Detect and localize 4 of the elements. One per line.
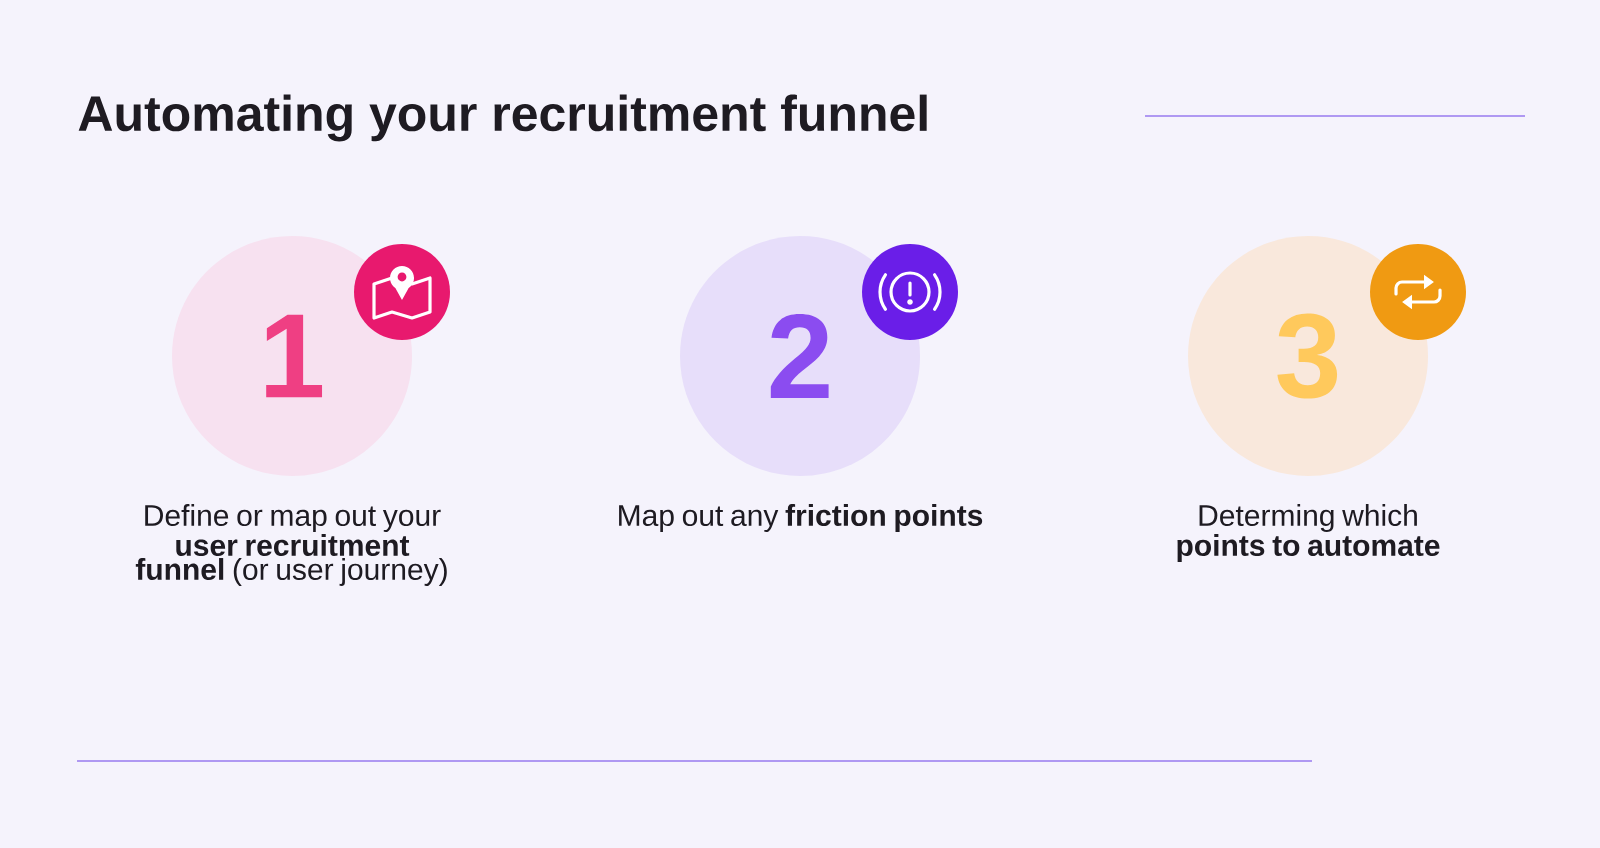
title: Automating your recruitment funnel — [78, 94, 927, 142]
step-description: Map out any friction points — [619, 504, 983, 532]
step-description: Determing which points to automate — [1177, 504, 1440, 562]
step-description: Define or map out your user recruitment funnel (or user journey) — [135, 504, 447, 586]
